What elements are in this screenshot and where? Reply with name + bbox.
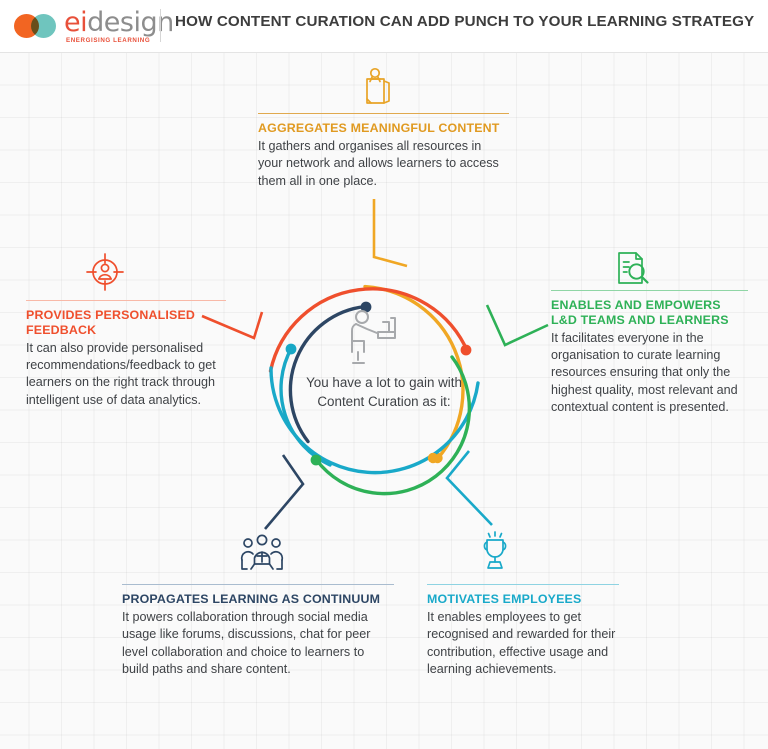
section-body-motivates: It enables employees to get recognised a… [427, 609, 616, 677]
section-feedback: PROVIDES PERSONALISED FEEDBACK It can al… [26, 300, 226, 409]
section-heading-motivates: MOTIVATES EMPLOYEES [427, 592, 582, 607]
section-motivates: MOTIVATES EMPLOYEES It enables employees… [427, 584, 619, 679]
section-body-propagates: It powers collaboration through social m… [122, 609, 371, 677]
section-body-enables: It facilitates everyone in the organisat… [551, 330, 738, 415]
logo-teal-circle-icon [31, 14, 56, 38]
page-header: eidesign ENERGISING LEARNING HOW CONTENT… [0, 0, 768, 53]
section-enables: ENABLES AND EMPOWERS L&D TEAMS AND LEARN… [551, 290, 748, 417]
logo-text-ei: ei [64, 7, 88, 38]
section-heading-feedback: PROVIDES PERSONALISED FEEDBACK [26, 308, 196, 337]
target-person-icon [84, 251, 126, 293]
section-heading-enables: ENABLES AND EMPOWERS L&D TEAMS AND LEARN… [551, 298, 729, 327]
document-search-icon [612, 249, 652, 291]
section-rule-enables [551, 290, 748, 292]
section-aggregate: AGGREGATES MEANINGFUL CONTENT It gathers… [258, 113, 509, 190]
section-rule-motivates [427, 584, 619, 586]
section-heading-propagates: PROPAGATES LEARNING AS CONTINUUM [122, 592, 381, 607]
section-heading-aggregate: AGGREGATES MEANINGFUL CONTENT [258, 121, 500, 136]
eidesign-logo: eidesign ENERGISING LEARNING [14, 8, 174, 44]
documents-pin-icon [356, 66, 396, 108]
person-at-computer-icon [345, 308, 407, 366]
section-rule-aggregate [258, 113, 509, 115]
logo-wordmark: eidesign [64, 8, 174, 38]
group-people-icon [240, 532, 284, 574]
center-caption: You have a lot to gain with Content Cura… [306, 375, 462, 409]
section-propagates: PROPAGATES LEARNING AS CONTINUUM It powe… [122, 584, 394, 679]
section-body-aggregate: It gathers and organises all resources i… [258, 138, 499, 188]
logo-mark [14, 14, 66, 38]
page-title: HOW CONTENT CURATION CAN ADD PUNCH TO YO… [175, 13, 755, 30]
trophy-icon [475, 528, 515, 572]
section-rule-feedback [26, 300, 226, 302]
section-rule-propagates [122, 584, 394, 586]
section-body-feedback: It can also provide personalised recomme… [26, 340, 216, 407]
header-divider [160, 9, 161, 42]
logo-text-design: design [87, 7, 174, 38]
logo-tagline: ENERGISING LEARNING [66, 37, 151, 44]
